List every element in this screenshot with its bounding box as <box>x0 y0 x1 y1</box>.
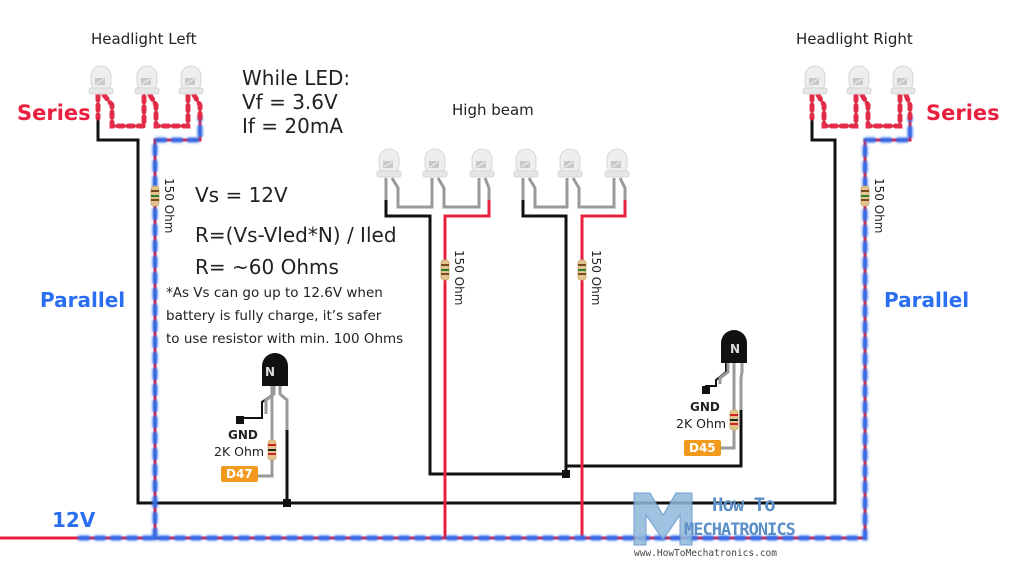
pin-badge-right: D45 <box>684 440 721 456</box>
parallel-current-path <box>77 115 913 541</box>
transistor-left <box>236 353 289 478</box>
supply-voltage-label: 12V <box>52 508 96 532</box>
led-icon <box>513 148 539 178</box>
junction-node <box>562 470 570 478</box>
series-current-path <box>95 92 913 129</box>
ground-wire-high-beam <box>384 200 568 476</box>
resistor-icon <box>267 439 277 461</box>
gnd-label-left: GND <box>228 428 258 442</box>
transistor-right <box>702 330 747 450</box>
led-icon <box>846 65 872 95</box>
parallel-label-right: Parallel <box>884 288 970 312</box>
led-icon <box>178 65 204 95</box>
led-icon <box>890 65 916 95</box>
formula-note-3: to use resistor with min. 100 Ohms <box>166 331 404 347</box>
ground-wire-left-headlight <box>96 118 287 505</box>
led-spec-if: If = 20mA <box>242 114 344 138</box>
resistor-icon <box>440 259 450 281</box>
led-icon <box>557 148 583 178</box>
headlight-right-leds <box>802 65 916 95</box>
resistor-icon <box>729 409 739 431</box>
gnd-terminal <box>702 386 710 394</box>
led-icon <box>802 65 828 95</box>
resistor-label-left-headlight: 150 Ohm <box>162 178 176 234</box>
led-icon <box>376 148 402 178</box>
gnd-terminal <box>236 416 244 424</box>
series-label-left: Series <box>17 101 91 125</box>
ground-wire-right-transistor <box>566 410 743 468</box>
high-beam-title: High beam <box>452 101 534 119</box>
resistor-label-high-beam-left: 150 Ohm <box>452 250 466 306</box>
ground-wire-high-beam-2 <box>521 200 568 474</box>
pin-badge-left: D47 <box>221 466 258 482</box>
gnd-label-right: GND <box>690 400 720 414</box>
high-beam-leds <box>376 148 630 178</box>
headlight-left-title: Headlight Left <box>91 30 197 48</box>
formula-vs: Vs = 12V <box>195 183 288 207</box>
headlight-right-title: Headlight Right <box>796 30 913 48</box>
formula-note-1: *As Vs can go up to 12.6V when <box>166 285 383 301</box>
resistor-label-high-beam-right: 150 Ohm <box>589 250 603 306</box>
led-icon <box>422 148 448 178</box>
led-icon <box>604 148 630 178</box>
parallel-label-left: Parallel <box>40 288 126 312</box>
formula-result: R= ~60 Ohms <box>195 255 339 279</box>
logo-mechatronics: MECHATRONICS <box>684 520 796 540</box>
formula-note-2: battery is fully charge, it’s safer <box>166 308 382 324</box>
logo-graphic <box>633 492 693 546</box>
resistor-label-base-right: 2K Ohm <box>676 416 727 431</box>
led-spec-vf: Vf = 3.6V <box>242 90 338 114</box>
resistor-label-base-left: 2K Ohm <box>214 444 265 459</box>
headlight-left-leds <box>88 65 204 95</box>
logo-how-to: How To <box>712 494 776 516</box>
led-icon <box>469 148 495 178</box>
resistor-label-right-headlight: 150 Ohm <box>872 178 886 234</box>
resistor-icon <box>150 185 160 207</box>
formula-equation: R=(Vs-Vled*N) / Iled <box>195 223 397 247</box>
resistor-icon <box>860 185 870 207</box>
logo-url: www.HowToMechatronics.com <box>634 548 777 559</box>
led-icon <box>88 65 114 95</box>
resistor-icon <box>577 259 587 281</box>
junction-node <box>283 499 291 507</box>
led-icon <box>134 65 160 95</box>
transistor-type-left: N <box>265 365 276 379</box>
series-label-right: Series <box>926 101 1000 125</box>
transistor-type-right: N <box>730 342 741 356</box>
led-spec-title: While LED: <box>242 66 351 90</box>
